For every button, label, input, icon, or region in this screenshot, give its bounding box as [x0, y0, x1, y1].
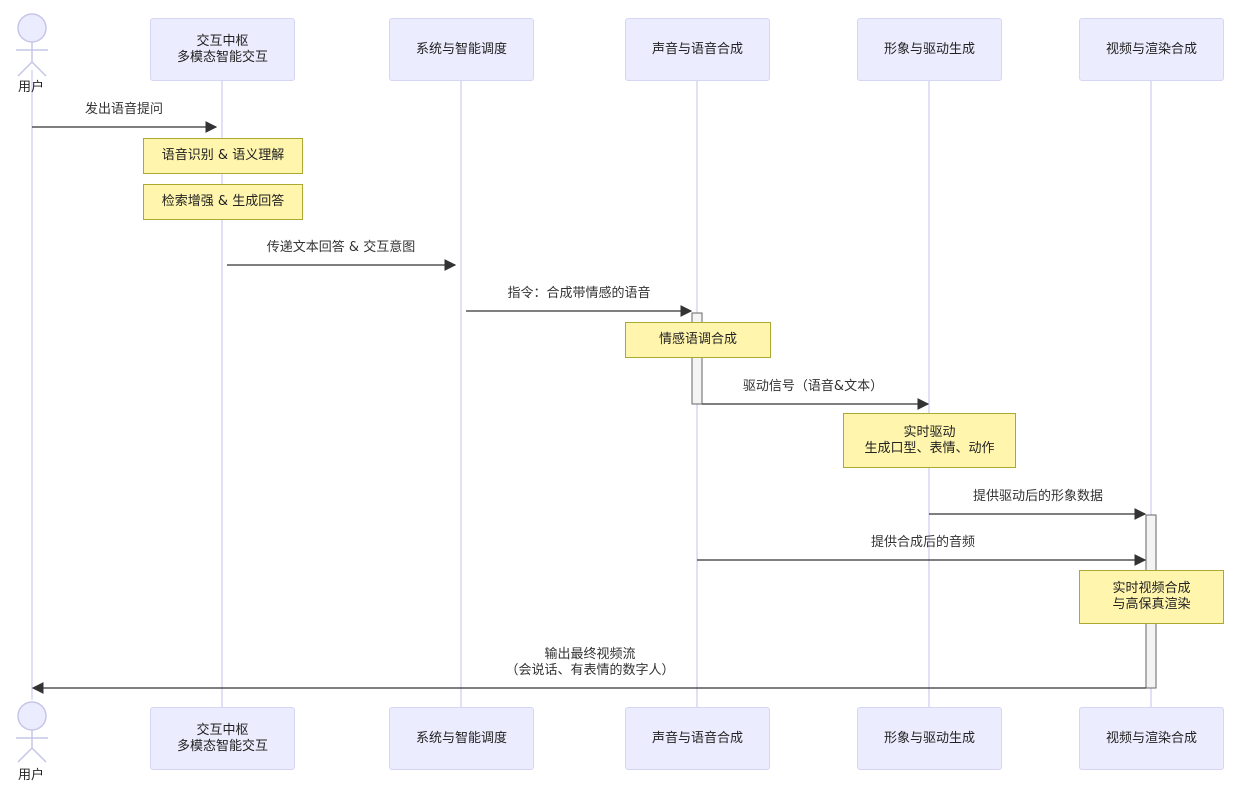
- user-actor-icon-bottom: [16, 701, 48, 763]
- note-retrieval-generation: 检索增强 & 生成回答: [143, 184, 303, 220]
- participant-video-rendering-bottom: 视频与渲染合成: [1079, 707, 1224, 770]
- note-text: 实时视频合成: [1112, 581, 1191, 596]
- note-realtime-driving: 实时驱动 生成口型、表情、动作: [843, 413, 1016, 468]
- participant-system-dispatch-bottom: 系统与智能调度: [389, 707, 534, 770]
- participant-label: 交互中枢: [196, 33, 249, 49]
- participant-label: 视频与渲染合成: [1105, 730, 1197, 746]
- user-label-top: 用户: [17, 80, 45, 95]
- message-label-audio: 提供合成后的音频: [870, 535, 976, 550]
- note-speech-recognition: 语音识别 & 语义理解: [143, 138, 303, 174]
- participant-video-rendering-top: 视频与渲染合成: [1079, 18, 1224, 81]
- message-label-output-line1: 输出最终视频流: [544, 647, 636, 662]
- message-label-driving-signal: 驱动信号（语音&文本）: [742, 379, 884, 394]
- participant-voice-synthesis-bottom: 声音与语音合成: [625, 707, 770, 770]
- note-emotional-tone: 情感语调合成: [625, 322, 771, 358]
- note-text-line2: 生成口型、表情、动作: [864, 440, 995, 456]
- note-realtime-video: 实时视频合成 与高保真渲染: [1079, 570, 1224, 624]
- participant-avatar-driving-top: 形象与驱动生成: [857, 18, 1002, 81]
- participant-label: 形象与驱动生成: [883, 730, 975, 746]
- participant-sublabel: 多模态智能交互: [176, 49, 268, 65]
- note-text: 情感语调合成: [658, 332, 737, 347]
- participant-label: 系统与智能调度: [415, 41, 507, 57]
- participant-label: 系统与智能调度: [415, 730, 507, 746]
- participant-sublabel: 多模态智能交互: [176, 738, 268, 754]
- message-label-ask: 发出语音提问: [84, 102, 164, 117]
- user-label-bottom: 用户: [17, 768, 45, 783]
- note-text: 实时驱动: [903, 424, 956, 440]
- participant-avatar-driving-bottom: 形象与驱动生成: [857, 707, 1002, 770]
- participant-interaction-hub-bottom: 交互中枢 多模态智能交互: [150, 707, 295, 770]
- message-label-output-video: 输出最终视频流 （会说话、有表情的数字人）: [505, 647, 674, 679]
- activation-voice-synthesis: [691, 312, 703, 405]
- message-label-pass-answer: 传递文本回答 & 交互意图: [266, 240, 416, 255]
- participant-label: 形象与驱动生成: [883, 41, 975, 57]
- participant-label: 声音与语音合成: [651, 730, 743, 746]
- user-actor-icon-top: [16, 13, 48, 77]
- participant-interaction-hub-top: 交互中枢 多模态智能交互: [150, 18, 295, 81]
- participant-label: 视频与渲染合成: [1105, 41, 1197, 57]
- participant-label: 声音与语音合成: [651, 41, 743, 57]
- participant-system-dispatch-top: 系统与智能调度: [389, 18, 534, 81]
- message-label-output-line2: （会说话、有表情的数字人）: [505, 663, 675, 678]
- note-text: 语音识别 & 语义理解: [161, 148, 285, 163]
- note-text-line2: 与高保真渲染: [1112, 597, 1191, 612]
- message-label-synthesize-command: 指令：合成带情感的语音: [507, 286, 651, 301]
- participant-voice-synthesis-top: 声音与语音合成: [625, 18, 770, 81]
- note-text: 检索增强 & 生成回答: [161, 194, 285, 209]
- message-label-avatar-data: 提供驱动后的形象数据: [972, 489, 1104, 504]
- participant-label: 交互中枢: [196, 722, 249, 738]
